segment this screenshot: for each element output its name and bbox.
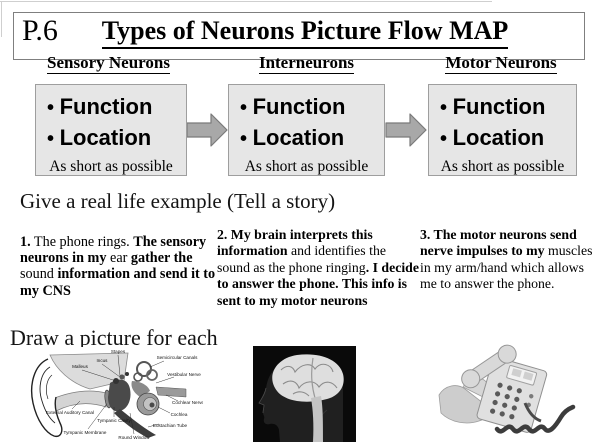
flow-box-motor: Function Location As short as possible (428, 84, 577, 176)
slide-edge-top (0, 1, 492, 2)
column-header-label: Interneurons (258, 53, 355, 74)
flow-arrow-right-icon (186, 113, 228, 147)
story-2-interneuron: 2. My brain interprets this information … (217, 227, 420, 309)
page-title: Types of Neurons Picture Flow MAP (101, 16, 509, 49)
ear-label-stapes: Stapes (111, 349, 126, 354)
ear-label-eustachian-tube: Eustachian Tube (153, 423, 188, 428)
column-header-motor-neurons: Motor Neurons (425, 53, 577, 74)
box-note: As short as possible (244, 158, 369, 175)
ear-label-round-window: Round Window (118, 435, 150, 440)
story-segment: 2. My brain interprets this information (217, 227, 373, 259)
flow-box-sensory: Function Location As short as possible (35, 84, 187, 176)
column-header-interneurons: Interneurons (228, 53, 385, 74)
title-box (13, 12, 585, 60)
column-header-sensory-neurons: Sensory Neurons (30, 53, 187, 74)
ear-label-tympanic-cavity: Tympanic Cavity (97, 418, 131, 423)
ear-label-malleus: Malleus (72, 364, 89, 369)
bullet-location: Location (36, 123, 186, 154)
page-title-wrap: Types of Neurons Picture Flow MAP (80, 16, 530, 49)
ear-label-cochlear-nerve: Cochlear Nerve (172, 400, 203, 405)
slide-edge-left (1, 1, 2, 37)
flow-arrow-right-icon (385, 113, 428, 147)
bullet-function: Function (36, 92, 186, 123)
draw-prompt: Draw a picture for each (10, 325, 218, 350)
story-3-motor: 3. The motor neurons send nerve impulses… (420, 227, 594, 293)
story-segment: . I decide to answer the phone. This inf… (217, 259, 419, 308)
ear-label-external-auditory-canal: External Auditory Canal (46, 410, 94, 415)
story-segment: The phone rings. (30, 234, 134, 250)
story-segment: gather the (130, 250, 193, 267)
story-1-sensory: 1. The phone rings. The sensory neurons … (20, 234, 217, 299)
box-note: As short as possible (440, 158, 565, 175)
ear-label-tympanic-membrane: Tympanic Membrane (64, 430, 107, 435)
column-header-label: Motor Neurons (445, 53, 557, 74)
bullet-location: Location (229, 123, 384, 154)
example-prompt: Give a real life example (Tell a story) (20, 189, 336, 213)
bullet-location: Location (429, 123, 576, 154)
brain-profile-image (253, 346, 356, 442)
bullet-function: Function (429, 92, 576, 123)
story-segment: and identifies the sound as the phone ri… (217, 243, 386, 275)
ear-label-cochlea: Cochlea (171, 412, 188, 417)
story-segment: information and send it to my CNS (20, 266, 216, 299)
column-header-label: Sensory Neurons (47, 53, 170, 74)
story-segment: 1. (20, 234, 31, 250)
ear-label-semicircular-canals: Semicircular Canals (157, 355, 199, 360)
story-segment: muscles in my arm/hand which allows me t… (420, 243, 593, 292)
story-segment: 3. The motor neurons send nerve impulses… (420, 227, 577, 259)
ear-label-vestibular-nerve: Vestibular Nerve (167, 372, 201, 377)
ear-label-incus: Incus (97, 358, 109, 363)
flow-box-interneuron: Function Location As short as possible (228, 84, 385, 176)
telephone-image (437, 343, 577, 440)
story-segment: ear (110, 250, 131, 267)
bullet-function: Function (229, 92, 384, 123)
page-number-label: P.6 (22, 14, 58, 47)
story-segment: sound (20, 266, 58, 283)
ear-anatomy-diagram: Stapes Malleus Incus Semicircular Canals… (28, 347, 203, 442)
story-segment: The sensory neurons in my (20, 234, 207, 267)
box-note: As short as possible (49, 158, 173, 175)
